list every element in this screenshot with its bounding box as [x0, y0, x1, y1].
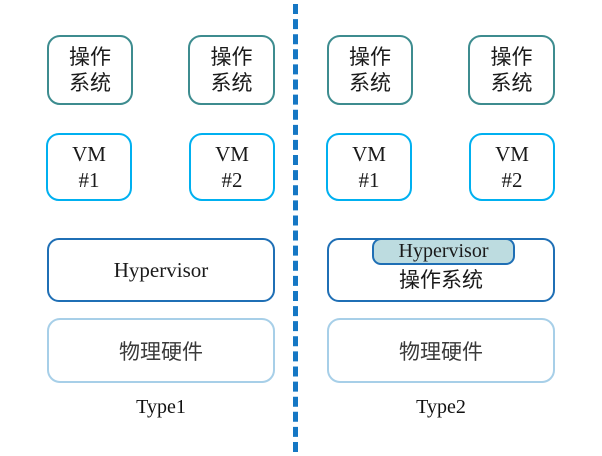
left-guest-os-2: 操作 系统 [188, 35, 275, 105]
left-vm-1-label: VM #1 [72, 141, 106, 192]
left-hypervisor-layer: Hypervisor [47, 238, 275, 302]
left-hypervisor-label: Hypervisor [113, 257, 209, 282]
right-vm-1-label: VM #1 [352, 141, 386, 192]
right-guest-os-2: 操作 系统 [468, 35, 555, 105]
left-guest-os-2-label: 操作 系统 [210, 44, 253, 95]
left-panel-caption-text: Type1 [136, 396, 186, 418]
left-vm-2: VM #2 [189, 133, 275, 201]
right-vm-2: VM #2 [469, 133, 555, 201]
right-hypervisor-badge-label: Hypervisor [398, 240, 489, 262]
right-vm-2-label: VM #2 [495, 141, 529, 192]
left-panel-caption: Type1 [47, 396, 275, 419]
panel-divider [293, 4, 298, 452]
left-guest-os-1-label: 操作 系统 [69, 44, 111, 95]
right-guest-os-2-label: 操作 系统 [490, 44, 533, 95]
right-host-os-label: 操作系统 [399, 268, 483, 292]
right-guest-os-1: 操作 系统 [327, 35, 413, 105]
left-guest-os-1: 操作 系统 [47, 35, 133, 105]
right-vm-1: VM #1 [326, 133, 412, 201]
right-hypervisor-badge: Hypervisor [372, 238, 515, 265]
left-hardware-layer: 物理硬件 [47, 318, 275, 383]
left-vm-2-label: VM #2 [215, 141, 249, 192]
right-guest-os-1-label: 操作 系统 [349, 44, 391, 95]
right-panel-caption-text: Type2 [416, 396, 466, 418]
left-hardware-label: 物理硬件 [119, 339, 203, 364]
right-hardware-label: 物理硬件 [399, 339, 483, 364]
right-hardware-layer: 物理硬件 [327, 318, 555, 383]
right-panel-caption: Type2 [327, 396, 555, 419]
left-vm-1: VM #1 [46, 133, 132, 201]
